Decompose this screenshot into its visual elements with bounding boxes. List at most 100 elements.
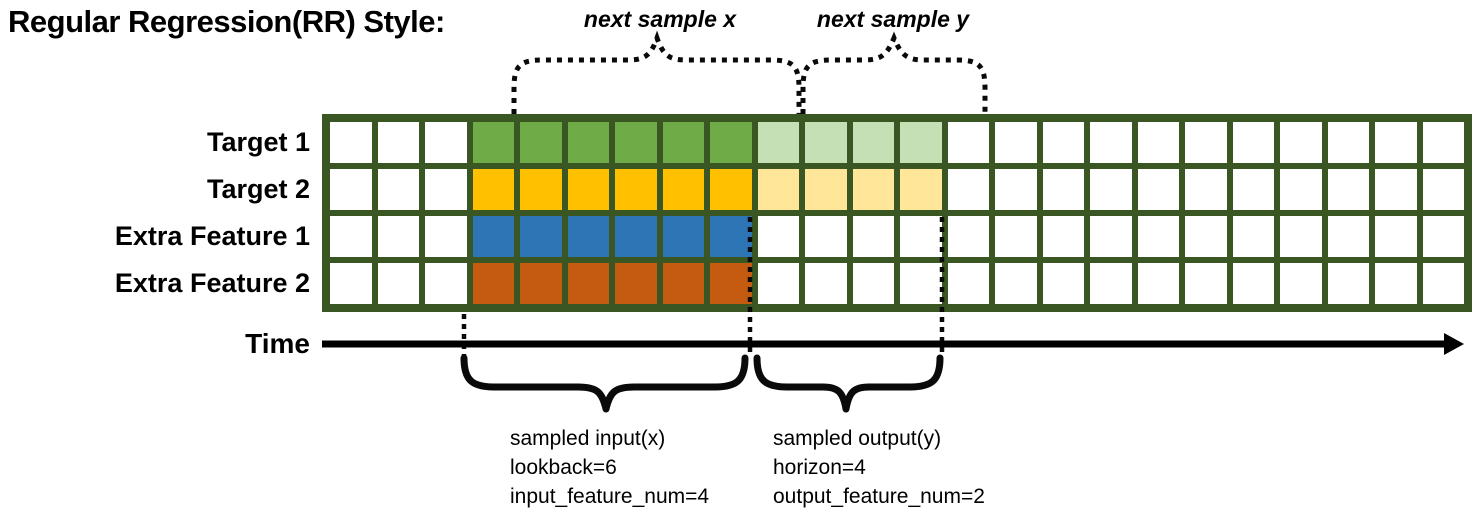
sampled-input-note: sampled input(x) lookback=6 input_featur… <box>510 424 709 511</box>
grid-cell <box>1137 122 1179 163</box>
row-label-target-1: Target 1 <box>206 127 310 157</box>
grid-cell <box>1232 216 1274 257</box>
grid-cell <box>1232 122 1274 163</box>
sample-grid <box>322 114 1472 312</box>
sampled-output-brace <box>753 354 944 413</box>
grid-cell <box>1280 169 1322 210</box>
grid-cell <box>1327 169 1369 210</box>
grid-cell <box>472 169 514 210</box>
grid-cell <box>1327 122 1369 163</box>
grid-cell <box>567 216 609 257</box>
next-sample-y-brace <box>800 31 988 114</box>
grid-cell <box>710 263 752 304</box>
grid-cell <box>1422 263 1464 304</box>
grid-cell <box>615 263 657 304</box>
grid-cell <box>567 122 609 163</box>
grid-cell <box>1375 263 1417 304</box>
grid-cell <box>900 122 942 163</box>
grid-cell <box>662 122 704 163</box>
grid-cell <box>1090 263 1132 304</box>
grid-cell <box>900 169 942 210</box>
grid-cell <box>852 122 894 163</box>
grid-cell <box>900 263 942 304</box>
grid-cell <box>1042 263 1084 304</box>
grid-cell <box>662 263 704 304</box>
grid-cell <box>1327 263 1369 304</box>
grid-cell <box>377 122 419 163</box>
grid-cell <box>377 169 419 210</box>
grid-cell <box>995 216 1037 257</box>
grid-cell <box>757 122 799 163</box>
row-label-extra-feature-1: Extra Feature 1 <box>114 221 310 251</box>
grid-cell <box>1137 216 1179 257</box>
grid-cell <box>1090 216 1132 257</box>
next-sample-x-brace <box>511 30 802 114</box>
grid-cell <box>710 122 752 163</box>
grid-cell <box>1185 216 1227 257</box>
grid-cell <box>805 263 847 304</box>
grid-cell <box>1042 169 1084 210</box>
grid-cell <box>1232 263 1274 304</box>
grid-cell <box>472 263 514 304</box>
grid-cell <box>615 216 657 257</box>
grid-cell <box>947 169 989 210</box>
grid-cell <box>995 263 1037 304</box>
grid-cell <box>947 263 989 304</box>
grid-cell <box>1232 169 1274 210</box>
row-label-extra-feature-2: Extra Feature 2 <box>114 268 310 298</box>
grid-cell <box>757 263 799 304</box>
grid-cell <box>1280 263 1322 304</box>
grid-cell <box>1422 216 1464 257</box>
grid-cell <box>330 216 372 257</box>
grid-cell <box>1090 122 1132 163</box>
grid-cell <box>852 169 894 210</box>
sampled-output-note-line-3: output_feature_num=2 <box>773 485 985 508</box>
grid-cell <box>330 169 372 210</box>
grid-cell <box>520 263 562 304</box>
time-axis-arrowhead <box>1444 333 1464 355</box>
grid-cell <box>1422 169 1464 210</box>
grid-cell <box>805 169 847 210</box>
grid-cell <box>520 216 562 257</box>
grid-cell <box>1042 122 1084 163</box>
grid-cell <box>330 122 372 163</box>
grid-cell <box>1327 216 1369 257</box>
grid-cell <box>377 263 419 304</box>
grid-cell <box>1137 169 1179 210</box>
grid-cell <box>805 122 847 163</box>
grid-cell <box>1185 122 1227 163</box>
grid-cell <box>757 169 799 210</box>
row-label-target-2: Target 2 <box>206 174 310 204</box>
next-sample-x-label: next sample x <box>583 6 737 32</box>
grid-cell <box>900 216 942 257</box>
grid-cell <box>472 122 514 163</box>
sampled-input-brace <box>460 354 749 413</box>
grid-cell <box>947 216 989 257</box>
next-sample-y-label: next sample y <box>816 6 970 32</box>
grid-cell <box>1422 122 1464 163</box>
grid-cell <box>995 122 1037 163</box>
grid-cell <box>1280 216 1322 257</box>
grid-cell <box>1137 263 1179 304</box>
grid-cell <box>662 216 704 257</box>
sampled-input-note-line-3: input_feature_num=4 <box>510 485 710 508</box>
grid-cell <box>710 169 752 210</box>
grid-cell <box>1185 263 1227 304</box>
grid-cell <box>425 216 467 257</box>
grid-cell <box>520 169 562 210</box>
sampled-output-note: sampled output(y) horizon=4 output_featu… <box>773 424 985 511</box>
grid-cell <box>615 122 657 163</box>
sampled-input-note-line-2: lookback=6 <box>510 456 617 479</box>
grid-cell <box>852 263 894 304</box>
grid-cell <box>1375 169 1417 210</box>
grid-cell <box>1375 216 1417 257</box>
grid-cell <box>472 216 514 257</box>
grid-cell <box>805 216 847 257</box>
grid-cell <box>1090 169 1132 210</box>
sampled-output-note-line-1: sampled output(y) <box>773 427 942 450</box>
time-axis-label: Time <box>245 328 310 359</box>
diagram-title: Regular Regression(RR) Style: <box>8 4 445 39</box>
grid-cell <box>852 216 894 257</box>
grid-cell <box>662 169 704 210</box>
